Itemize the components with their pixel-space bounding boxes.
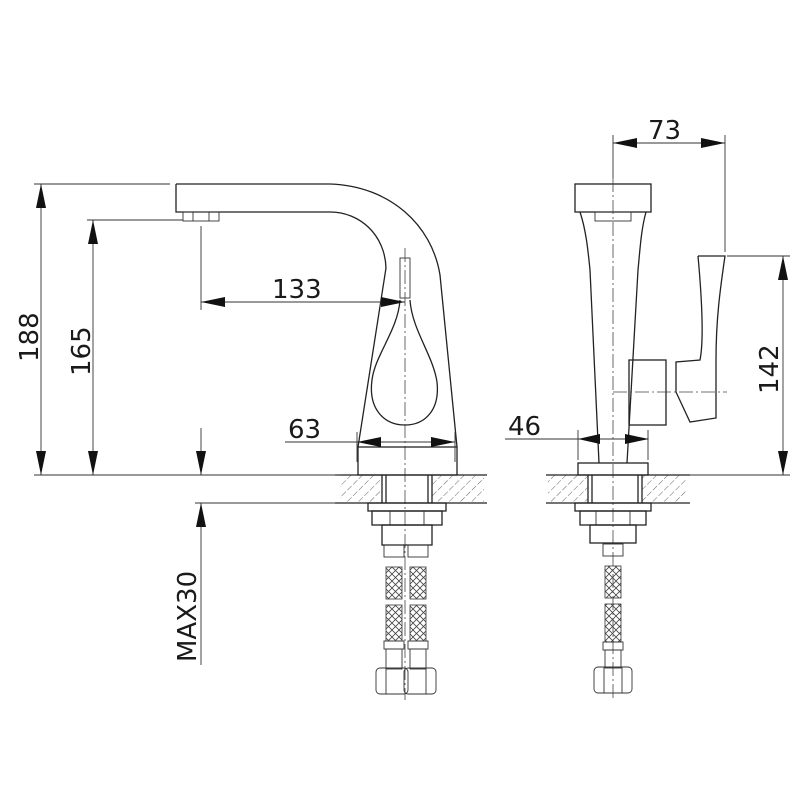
front-dimensions: 188 165 133 63 MAX30	[15, 183, 456, 665]
side-countertop-right	[642, 475, 686, 503]
body-outline	[579, 211, 647, 464]
supply-hose-left	[375, 544, 409, 695]
spout-outline	[175, 183, 458, 448]
handle-lever	[675, 255, 726, 423]
dim-spout-reach: 133	[272, 275, 322, 305]
dim-spout-height: 165	[67, 326, 97, 376]
dim-handle-height: 142	[755, 344, 785, 394]
side-supply-hose	[593, 543, 633, 694]
dim-base-front: 63	[288, 415, 321, 445]
dim-base-side: 46	[508, 412, 541, 442]
dim-max-countertop: MAX30	[173, 571, 203, 662]
aerator	[182, 211, 220, 222]
supply-hose-right	[403, 544, 437, 695]
side-dimensions: 73 142 46	[505, 116, 790, 476]
countertop-right	[432, 475, 484, 503]
teardrop-recess	[370, 299, 439, 426]
countertop-left	[340, 475, 382, 503]
front-view	[175, 183, 487, 700]
side-countertop-left	[548, 475, 588, 503]
dim-total-height: 188	[15, 312, 45, 362]
dim-handle-offset: 73	[648, 116, 681, 146]
